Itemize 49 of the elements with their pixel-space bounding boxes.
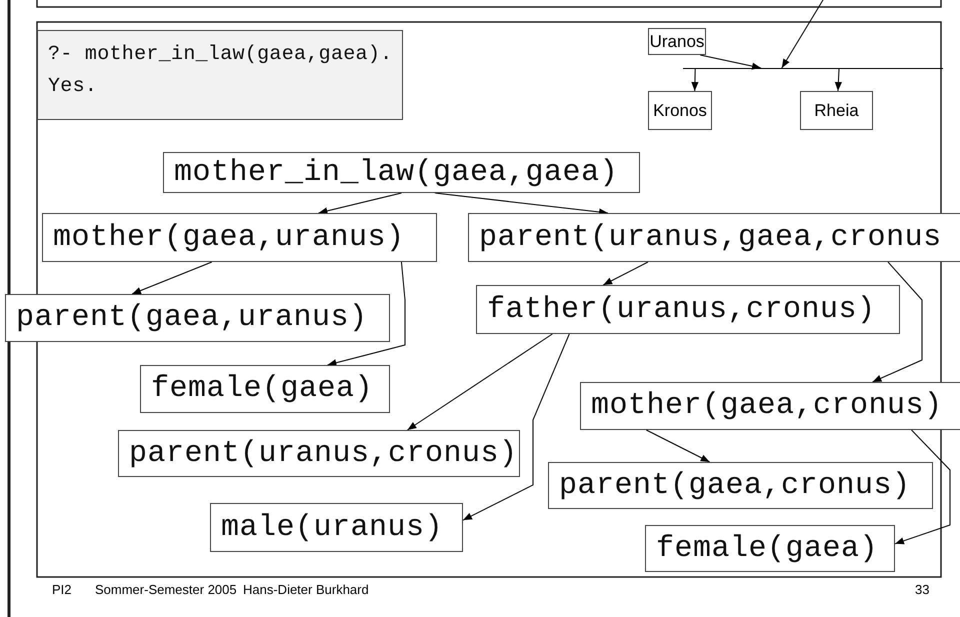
- query-text: ?- mother_in_law(gaea,gaea).: [48, 42, 394, 68]
- arrow: [132, 262, 212, 294]
- goal-box: [140, 365, 390, 413]
- arrow: [781, 0, 824, 68]
- goal-box: [580, 382, 960, 430]
- answer-text: Yes.: [48, 74, 98, 100]
- arrow: [327, 262, 406, 366]
- query-box: [37, 30, 403, 120]
- arrow: [834, 68, 842, 92]
- goal-text: mother(gaea,uranus): [53, 220, 406, 254]
- name-text: Rheia: [814, 100, 859, 120]
- goal-box: [118, 430, 520, 477]
- goal-box: [5, 294, 390, 342]
- name-text: Uranos: [650, 32, 704, 52]
- goal-text: parent(gaea,uranus): [16, 301, 369, 335]
- goal-text: mother_in_law(gaea,gaea): [174, 156, 620, 190]
- name-box: [800, 91, 873, 130]
- author-name: Hans-Dieter Burkhard: [243, 582, 369, 597]
- goal-text: mother(gaea,cronus): [591, 389, 944, 423]
- course-code: PI2: [52, 582, 72, 597]
- page-number: 33: [915, 582, 930, 597]
- goal-text: father(uranus,cronus): [487, 292, 877, 326]
- arrow: [872, 262, 922, 382]
- goal-text: female(gaea): [151, 372, 374, 406]
- semester-text: Sommer-Semester 2005: [95, 582, 237, 597]
- goal-text: male(uranus): [221, 510, 444, 544]
- arrow: [462, 334, 570, 521]
- goal-text: parent(uranus,gaea,cronus: [479, 220, 943, 254]
- arrow: [700, 54, 762, 70]
- goal-box: [645, 525, 895, 572]
- name-box: [648, 91, 712, 130]
- goal-box: [476, 285, 900, 334]
- goal-box: [548, 462, 933, 509]
- arrow: [602, 262, 648, 286]
- arrow: [406, 334, 553, 430]
- goal-box: [210, 503, 463, 552]
- arrow: [646, 430, 710, 462]
- goal-box: [163, 152, 640, 193]
- goal-box: [42, 213, 437, 262]
- arrow: [318, 192, 402, 214]
- arrow: [434, 192, 608, 216]
- goal-text: parent(gaea,cronus): [559, 468, 912, 502]
- goal-box: [468, 213, 960, 262]
- goal-text: parent(uranus,cronus): [129, 436, 519, 470]
- name-text: Kronos: [653, 100, 707, 120]
- branch-line: [683, 68, 943, 69]
- arrow: [894, 430, 950, 544]
- goal-text: female(gaea): [656, 532, 880, 566]
- arrow: [691, 68, 699, 92]
